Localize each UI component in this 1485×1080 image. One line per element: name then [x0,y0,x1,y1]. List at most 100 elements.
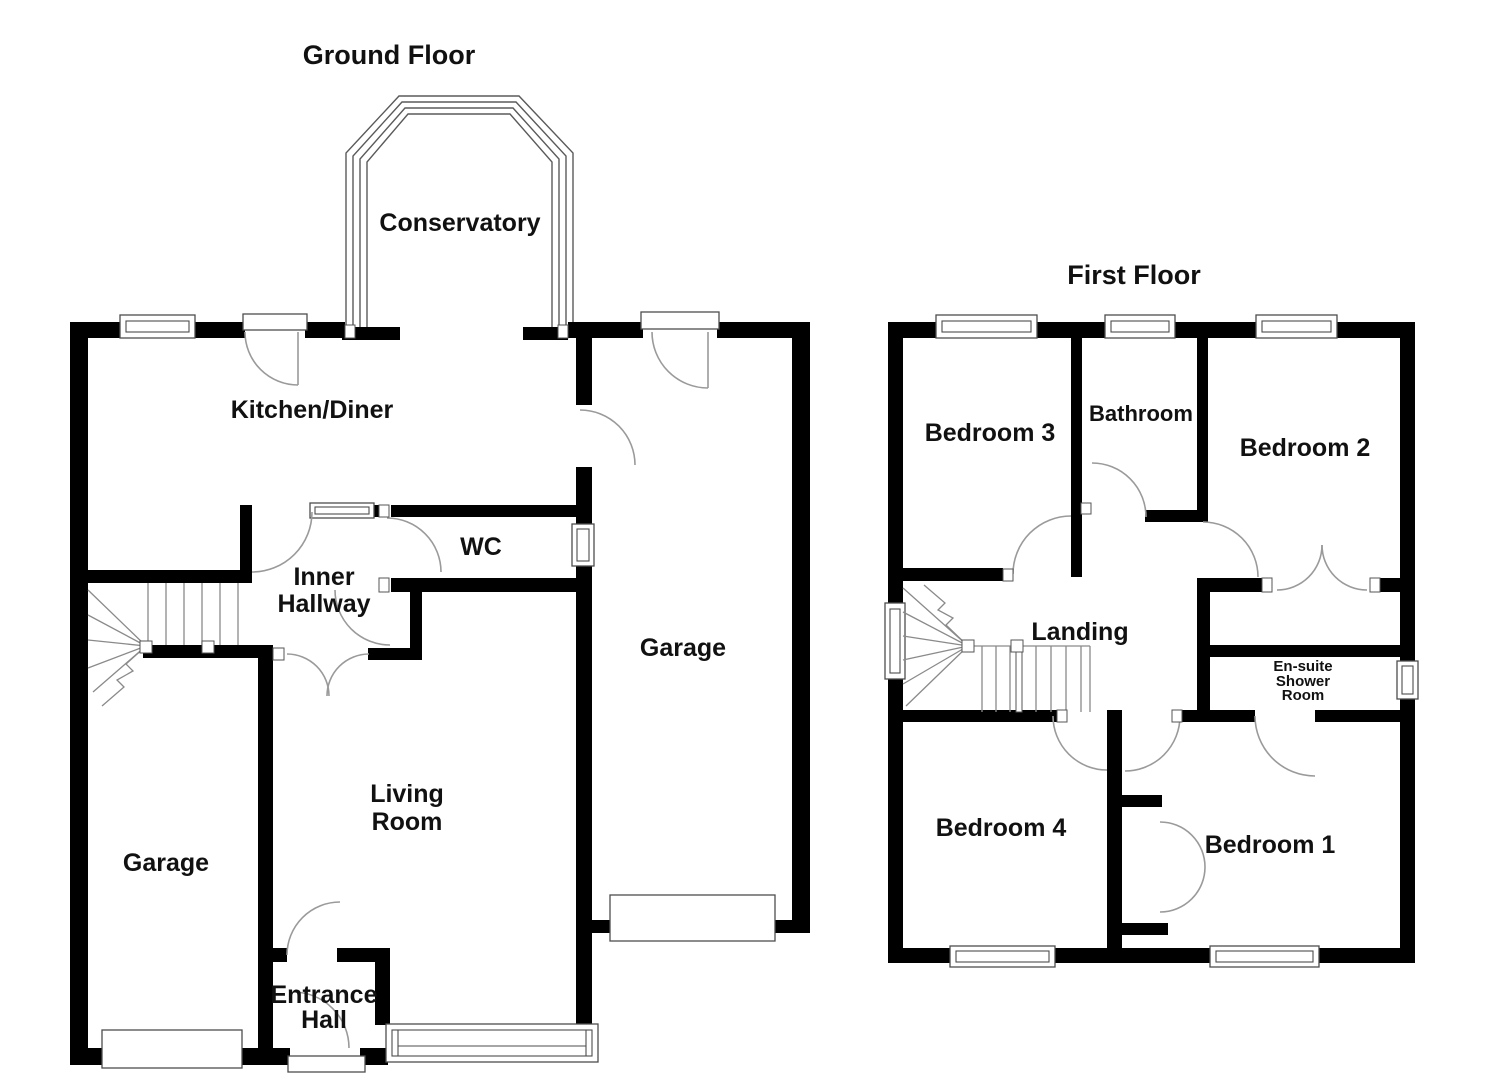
door-jamb [378,504,390,518]
bedroom4-window [949,945,1056,968]
stair-winder [902,635,969,647]
window-inner [1110,320,1170,333]
door-jamb [344,324,356,339]
door-arc-wc [386,517,442,573]
wardrobe-door-left [1276,544,1323,591]
kitchen-door-sill [242,313,308,331]
window-frame [309,502,375,519]
wall-kitchen-stairs [70,570,252,583]
room-label-living-room-2: Room [372,808,443,836]
window-frame [1209,945,1320,968]
door-arc-entrance-living [286,901,341,956]
wall-right-exterior [792,322,810,933]
room-label-living-room-1: Living [370,780,444,808]
window-frame [884,602,906,680]
wall-closet-top [1122,795,1162,807]
front-porch-step [287,1055,366,1073]
room-label-garage-right: Garage [640,634,726,662]
door-arc-kitchen-hallway [251,511,313,573]
window-frame [935,314,1038,339]
room-label-bathroom: Bathroom [1089,401,1193,426]
first-windows [884,314,1419,968]
door-arc-bedroom4 [1052,715,1108,771]
wall-hallway-bottom [368,648,422,660]
room-label-wc: WC [460,533,502,561]
wc-window [571,523,595,567]
wall-segment [1173,322,1258,338]
wall-wc-top [391,505,576,517]
stair-winder [902,645,969,661]
door-jamb [1261,577,1273,593]
door-arc-kitchen-back [244,331,299,386]
hallway-internal-window [309,502,375,519]
door-jamb [557,324,569,339]
wall-bath-bed2 [1197,338,1208,520]
wall-segment [1335,322,1415,338]
stair-newel [139,640,153,654]
wall-living-garage-divider [576,566,592,1025]
window-inner [1215,950,1314,963]
window-inner [889,608,901,674]
room-label-entrance-hall-1: Entrance [271,981,378,1009]
conservatory-glass-line [366,113,553,327]
wall-ensuite-top [1197,645,1402,657]
first-jambs [1002,502,1381,723]
wall-living-garage-divider [576,338,592,405]
ground-jambs [272,324,569,661]
first-floor-plan: First Floor Bedroom 3 Bathroom Bedroom 2… [884,260,1419,968]
room-label-ensuite-2: Shower [1276,673,1330,690]
room-label-bedroom2: Bedroom 2 [1240,434,1371,462]
conservatory-glass-line [359,107,560,327]
window-inner [125,320,190,333]
room-label-bedroom3: Bedroom 3 [925,419,1056,447]
ground-walls [70,322,810,1065]
stair-winder [87,614,147,647]
wall-wc-bottom [391,578,576,592]
wall-segment [1037,322,1107,338]
stair-newel [961,639,975,653]
wall-ensuite-bottom [1210,710,1255,722]
stair-direction-arrow [923,584,969,647]
door-arc-bedroom2 [1202,521,1259,578]
wall-left-exterior [888,322,903,603]
bedroom3-window [935,314,1038,339]
conservatory-glazing [345,95,574,327]
wall-bed3-bottom [888,568,1003,581]
wall-bed2-bottom [1197,578,1272,592]
wall-segment [717,322,810,338]
door-jamb [1056,709,1068,723]
wall-left-exterior [70,322,88,1065]
conservatory-glass-line [345,95,574,327]
floor-title-first: First Floor [1067,260,1201,290]
window-inner [576,528,590,562]
window-frame [949,945,1056,968]
wall-hallway-top [372,505,381,517]
stair-direction-arrow [101,645,147,707]
stair-newel [1010,639,1024,653]
stair-winder [905,645,969,707]
room-label-bedroom4: Bedroom 4 [936,814,1067,842]
door-jamb [1080,502,1092,515]
bedroom2-window [1255,314,1338,339]
garage-door-sill [640,311,720,330]
wall-right-exterior [1400,697,1415,963]
first-doors [1012,462,1368,913]
wall-bath-bottom [1145,510,1208,522]
wall-entrance-right [375,962,390,1025]
wall-left-exterior [888,679,903,963]
bathroom-window [1104,314,1176,339]
conservatory-glass-line [352,101,567,327]
door-arc-front [292,991,350,1049]
landing-window [884,602,906,680]
room-label-inner-hallway-1: Inner [293,563,354,591]
first-stairs [902,584,1091,713]
door-arc-bathroom [1091,462,1147,518]
door-jamb [1369,577,1381,593]
closet-door-top [1159,821,1206,868]
door-jamb [378,577,390,593]
window-inner [314,506,370,515]
stair-rail [1015,645,1023,713]
room-label-kitchen-diner: Kitchen/Diner [231,396,394,424]
wall-living-garage-divider [576,467,592,524]
